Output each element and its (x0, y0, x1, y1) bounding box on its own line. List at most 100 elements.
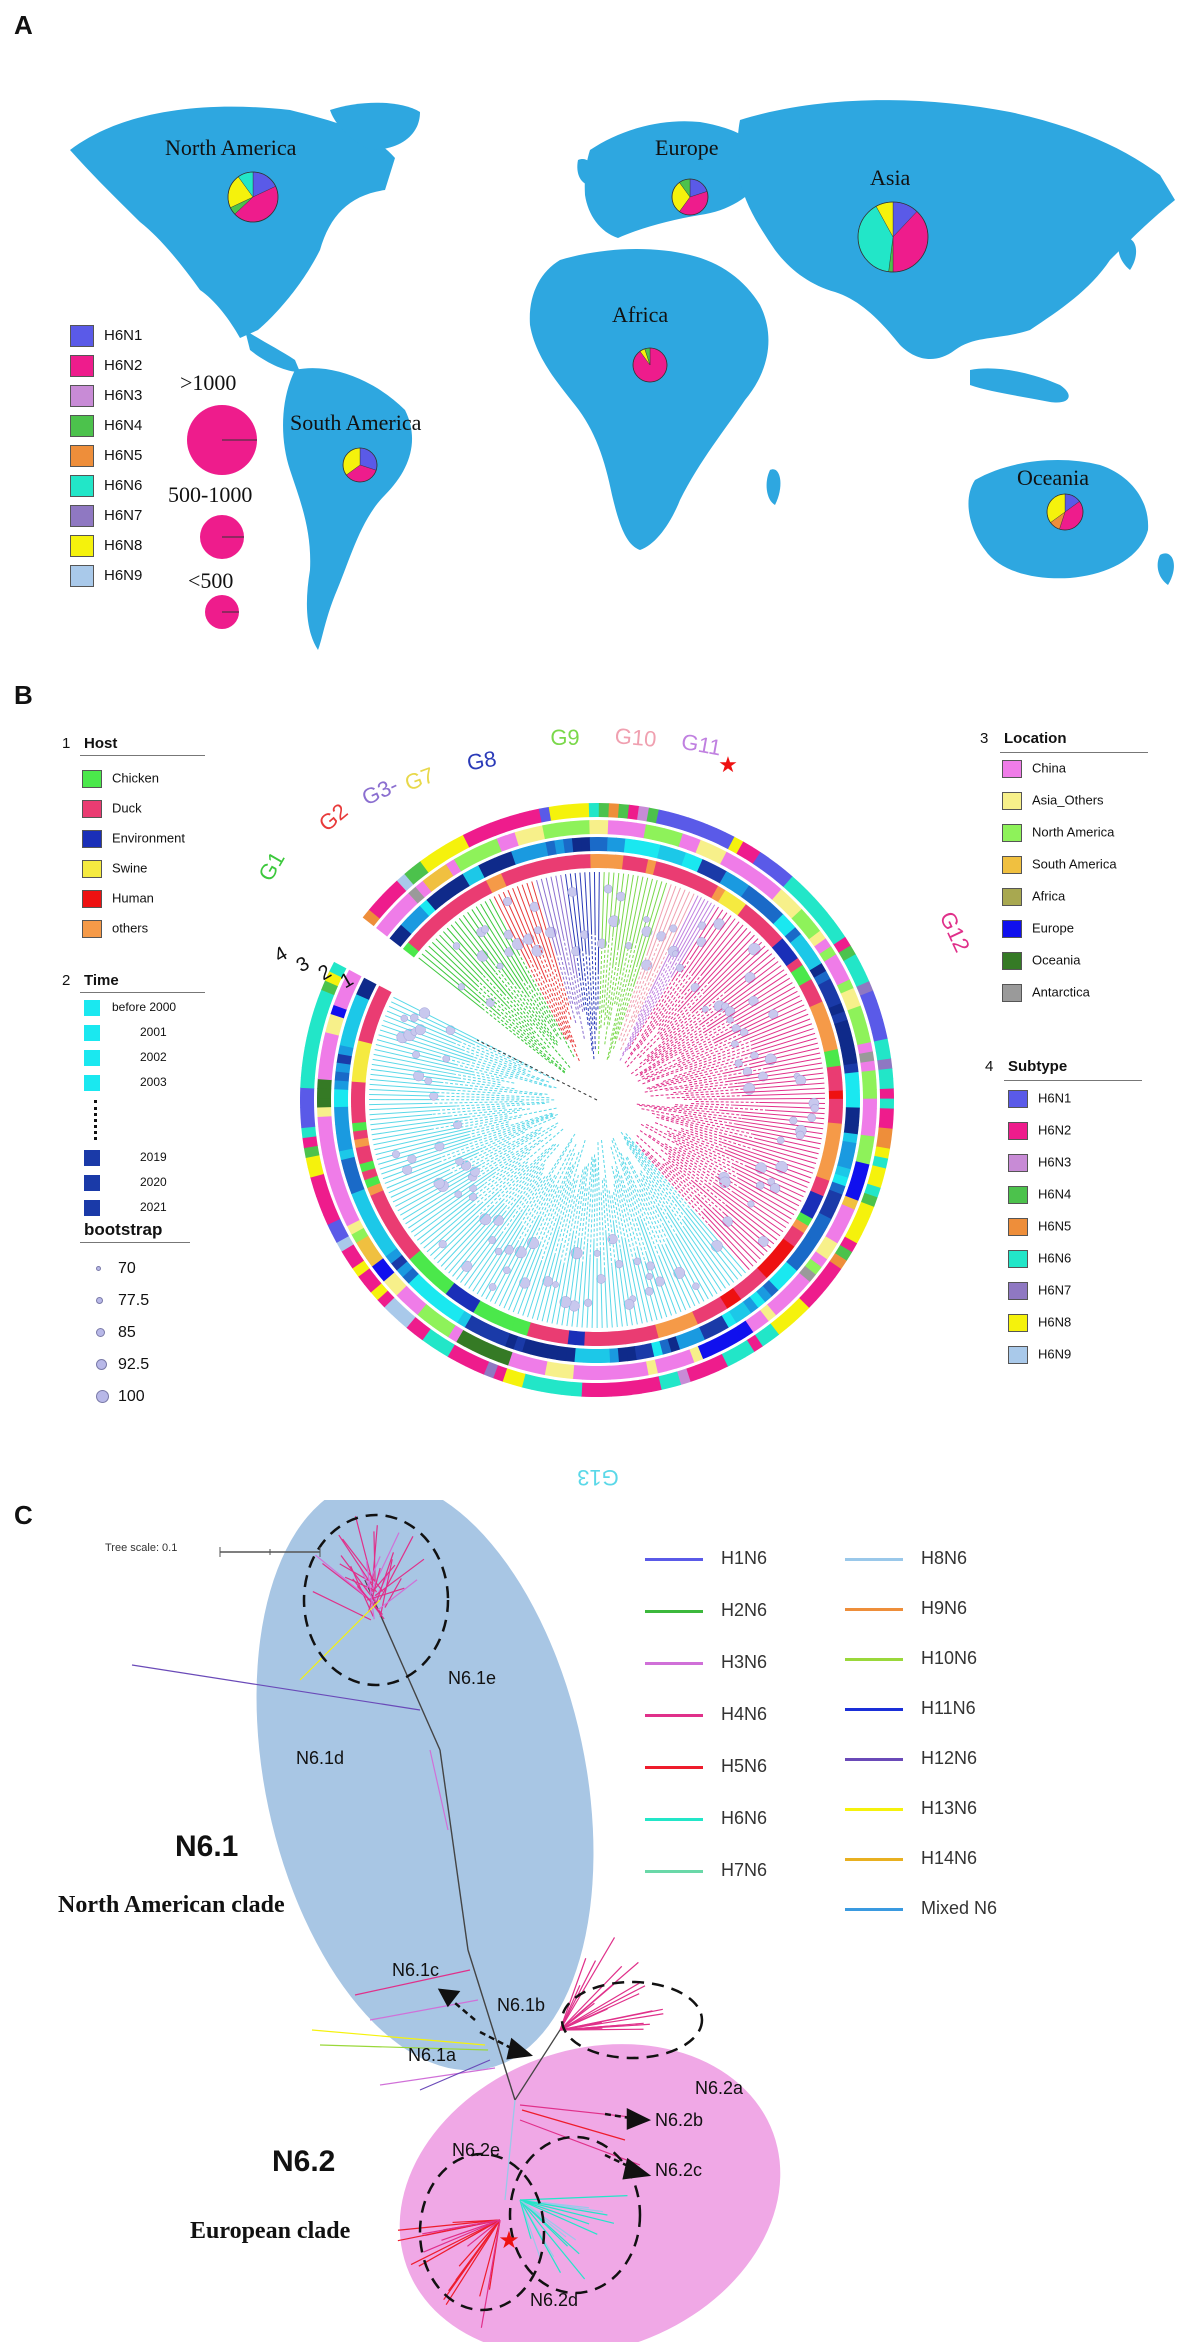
greenland-shape (330, 102, 420, 150)
ring-segment (346, 1219, 364, 1235)
tree-branch (535, 1152, 576, 1246)
bootstrap-node (519, 1277, 531, 1289)
ring-time (333, 837, 860, 1364)
legend-label: 2002 (140, 1050, 167, 1065)
tree-branch (593, 1158, 597, 1239)
legend-swatch (1008, 1282, 1028, 1300)
tree-branch (369, 1083, 456, 1091)
ring-segment (857, 1143, 874, 1156)
ring-segment (412, 861, 429, 879)
tree-branch (560, 1195, 576, 1261)
tree-branch (644, 1077, 729, 1093)
location-legend-item-4: Africa (1002, 888, 1065, 906)
tree-branch (741, 1117, 824, 1130)
ring-segment (823, 1261, 842, 1278)
tree-branch (680, 1024, 736, 1055)
ring-segment (542, 1326, 554, 1342)
ring-segment (752, 1310, 769, 1328)
ring-segment (548, 857, 560, 873)
bootstrap-node (434, 1141, 445, 1152)
tree-branch (545, 979, 573, 1043)
bootstrap-dot (96, 1266, 101, 1272)
bootstrap-node (747, 1200, 755, 1208)
tree-branch (549, 955, 572, 1020)
legend-label: Oceania (1032, 952, 1081, 968)
tree-branch (720, 1135, 817, 1164)
ring-segment (774, 1268, 792, 1285)
ring-segment (456, 1310, 472, 1328)
ring-segment (866, 1009, 883, 1024)
ring-segment (738, 1278, 755, 1295)
ring-segment (823, 1049, 840, 1061)
tree-branch (626, 976, 672, 1051)
n6-2e-branch (422, 2219, 501, 2235)
ring-segment (427, 1290, 444, 1308)
backbone-lower (467, 1949, 516, 2101)
n6-2d-branch (519, 2199, 542, 2260)
tree-branch (639, 1189, 667, 1245)
ring-segment (848, 962, 866, 979)
legend-item-a-h6n9: H6N9 (70, 565, 142, 587)
ring-segment (394, 899, 412, 917)
ring-segment (698, 1304, 713, 1322)
ring-segment (445, 1282, 461, 1300)
ring-segment (480, 1323, 495, 1340)
ring-segment (781, 951, 799, 967)
legend-label: H6N1 (104, 326, 143, 344)
ring-segment (464, 1334, 480, 1352)
ring-segment (534, 1359, 548, 1376)
n6-2a-branch (559, 1983, 615, 2031)
ring-segment (817, 1268, 836, 1286)
tree-branch (636, 878, 653, 943)
tree-branch (382, 1156, 442, 1180)
tree-branch (636, 1135, 723, 1213)
tree-branch (470, 1087, 542, 1096)
ring-segment (665, 811, 679, 828)
tree-branch (646, 889, 686, 981)
bootstrap-node (607, 1234, 618, 1245)
ring-segment (355, 1144, 372, 1157)
bootstrap-node (795, 1130, 805, 1140)
tree-branch (752, 1133, 820, 1150)
ring-segment (447, 1325, 464, 1343)
tree-branch (624, 975, 693, 1064)
legend-label: H1N6 (721, 1548, 768, 1568)
ring-segment (331, 1227, 349, 1243)
ring-segment (541, 1377, 554, 1394)
tree-branch (471, 1073, 515, 1084)
ring-segment (457, 892, 473, 910)
region-label-south-america: South America (290, 410, 422, 435)
bootstrap-node (400, 1014, 408, 1023)
ring-segment (623, 838, 635, 854)
ring-segment (300, 1077, 315, 1089)
legend-label: H6N1 (1038, 1090, 1072, 1106)
tree-branch (732, 1135, 818, 1160)
ring-segment (698, 1323, 713, 1341)
tree-branch (540, 1164, 574, 1252)
ring-segment (647, 1324, 659, 1341)
ring-segment (713, 1315, 729, 1333)
region-label-africa: Africa (612, 302, 669, 327)
ring-segment (625, 821, 638, 837)
legend-label: Duck (112, 800, 142, 816)
ring-segment (450, 897, 466, 914)
bootstrap-label: 92.5 (118, 1356, 150, 1373)
n6-2d-dashed-circle (508, 2135, 642, 2295)
bootstrap-node (742, 1067, 753, 1077)
tree-branch (457, 1064, 512, 1080)
legend-label: Africa (1032, 888, 1066, 904)
ring-segment (373, 1197, 390, 1211)
ring-segment (813, 970, 831, 986)
ring-segment (834, 1019, 851, 1033)
ring-segment (394, 1231, 411, 1247)
ring-segment (445, 859, 462, 877)
ring-segment (607, 837, 617, 852)
n6-legend-left-h3n6: H3N6 (645, 1652, 767, 1673)
legend-swatch (70, 415, 94, 437)
tree-branch (408, 1168, 496, 1229)
ring-segment (509, 813, 524, 830)
tree-branch (536, 880, 558, 956)
bootstrap-node (452, 942, 461, 950)
tree-branch (597, 1142, 601, 1251)
